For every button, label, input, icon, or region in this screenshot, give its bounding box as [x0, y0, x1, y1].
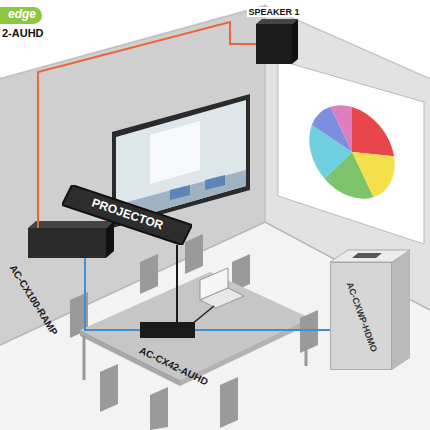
hdbaset-cable: [85, 258, 140, 330]
label-group: AC-CXWP-HDMO: [344, 281, 379, 354]
label-group: AC-CX100-RAMP: [7, 263, 60, 338]
wallplate-box: AC-CXWP-HDMO: [330, 262, 392, 370]
speaker-box: SPEAKER 1: [256, 24, 292, 64]
device-label: SPEAKER 1: [249, 7, 300, 17]
splitter-box: AC-CX100-RAMP: [28, 228, 106, 258]
label-group: SPEAKER 1: [247, 7, 302, 17]
device-label: AC-CX42-AUHD: [137, 345, 209, 388]
model-number: 2-AUHD: [2, 27, 44, 40]
hdmi-cable: [176, 245, 178, 322]
brand-logo: edge: [0, 7, 42, 24]
label-group: AC-CX42-AUHD: [137, 345, 209, 388]
hdbaset-cable: [195, 329, 330, 331]
device-label: AC-CX100-RAMP: [7, 263, 60, 338]
device-label: AC-CXWP-HDMO: [344, 281, 379, 354]
switcher-box: AC-CX42-AUHD: [140, 322, 195, 338]
